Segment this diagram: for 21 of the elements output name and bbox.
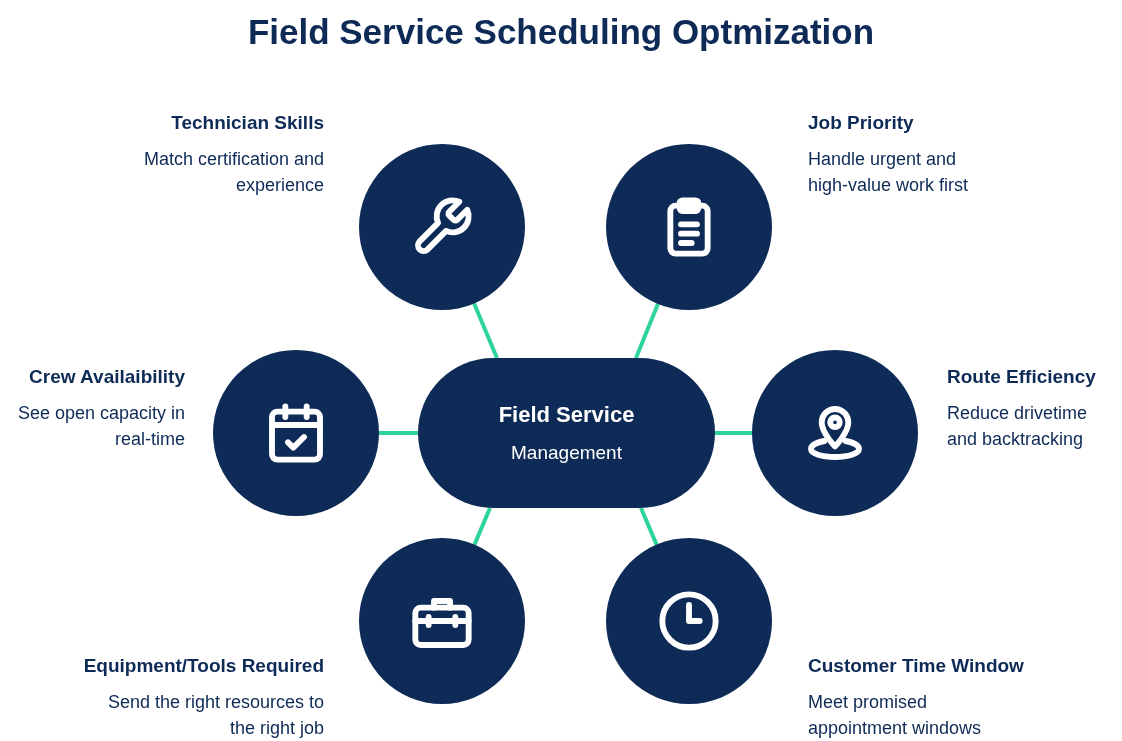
connector-line xyxy=(715,431,752,435)
item-description: Send the right resources to the right job xyxy=(106,691,324,740)
connector-line xyxy=(639,507,659,546)
item-description: Match certification and experience xyxy=(142,148,324,197)
item-description: See open capacity in real-time xyxy=(16,402,185,451)
title: Field Service Scheduling Optmization xyxy=(246,11,876,53)
connector-line xyxy=(634,303,660,359)
item-description: Handle urgent and high-value work first xyxy=(808,148,970,197)
connector-line xyxy=(379,431,418,435)
item-heading: Route Efficiency xyxy=(947,365,1096,389)
center-title: Field Service xyxy=(498,401,635,430)
center-subtitle: Management xyxy=(511,441,622,466)
item-heading: Equipment/Tools Required xyxy=(83,654,324,678)
connector-line xyxy=(472,507,492,546)
item-heading: Job Priority xyxy=(808,111,914,135)
connector-line xyxy=(472,302,499,359)
item-heading: Customer Time Window xyxy=(808,654,1024,678)
item-heading: Technician Skills xyxy=(171,111,324,135)
item-description: Reduce drivetime and backtracking xyxy=(947,402,1089,451)
item-description: Meet promised appointment windows xyxy=(808,691,983,740)
item-heading: Crew Availaibility xyxy=(29,365,185,389)
